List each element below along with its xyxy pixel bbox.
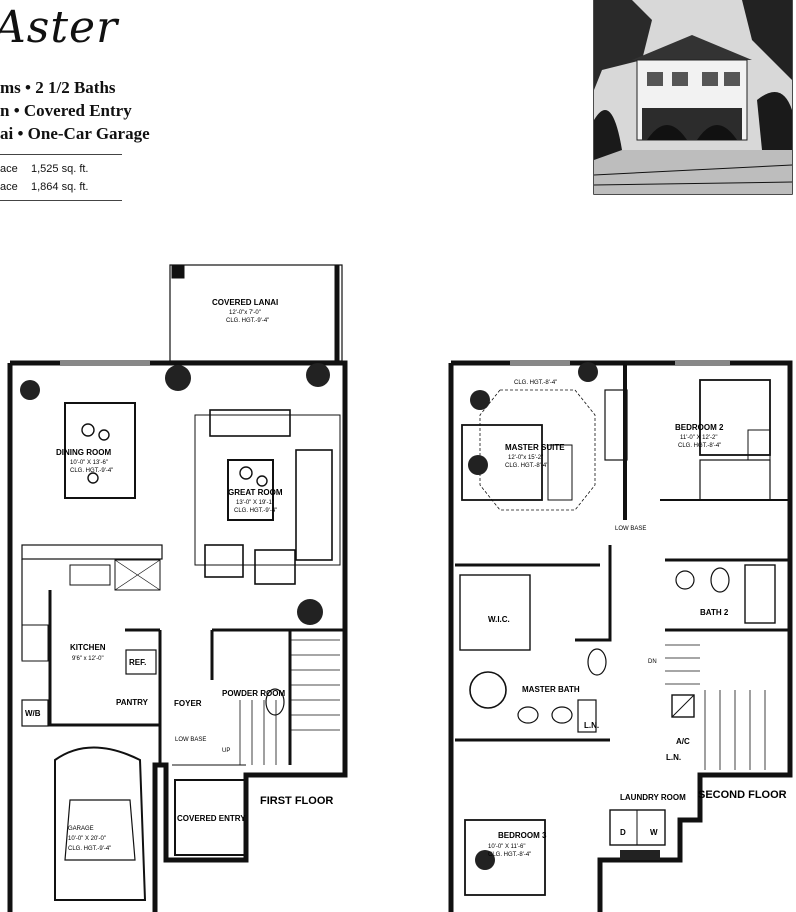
second-floor-plan xyxy=(448,360,793,912)
lanai-label: COVERED LANAI xyxy=(212,298,278,307)
first-floor-plan xyxy=(7,264,348,912)
wic-label: W.I.C. xyxy=(488,615,510,624)
dryer-label: D xyxy=(620,828,626,837)
dining-room-clg: CLG. HGT.-9'-4" xyxy=(70,468,113,474)
master-bath-label: MASTER BATH xyxy=(522,685,580,694)
lanai-dims: 12'-0"x 7'-0" xyxy=(229,310,261,316)
garage-label: GARAGE xyxy=(68,826,94,832)
wb-label: W/B xyxy=(25,709,41,718)
foyer-label: FOYER xyxy=(174,699,202,708)
bedroom2-clg: CLG. HGT.-8'-4" xyxy=(678,443,721,449)
master-suite-label: MASTER SUITE xyxy=(505,443,565,452)
house-elevation-sketch xyxy=(593,0,793,195)
covered-entry-label: COVERED ENTRY xyxy=(177,814,246,823)
garage-dims: 10'-0" X 20'-0" xyxy=(68,836,106,842)
bedroom3-clg: CLG. HGT.-8'-4" xyxy=(488,852,531,858)
lanai-clg: CLG. HGT.-9'-4" xyxy=(226,318,269,324)
ref-label: REF. xyxy=(129,658,146,667)
master-suite-dims: 12'-0"x 15'-2" xyxy=(508,455,543,461)
up-label: UP xyxy=(222,748,230,754)
washer-label: W xyxy=(650,828,658,837)
great-room-clg: CLG. HGT.-9'-4" xyxy=(234,508,277,514)
garage-clg: CLG. HGT.-9'-4" xyxy=(68,846,111,852)
dining-room-dims: 10'-0" X 13'-6" xyxy=(70,460,108,466)
feature-line-3: ai • One-Car Garage xyxy=(0,124,150,143)
second-low-base-label: LOW BASE xyxy=(615,526,646,532)
first-low-base-label: LOW BASE xyxy=(175,737,206,743)
feature-line-2: n • Covered Entry xyxy=(0,101,132,120)
ac-label: A/C xyxy=(676,737,690,746)
great-room-dims: 13'-0" X 19'-1" xyxy=(236,500,274,506)
area-value-2: 1,864 sq. ft. xyxy=(31,181,89,193)
dn-label: DN xyxy=(648,659,657,665)
pantry-label: PANTRY xyxy=(116,698,149,707)
area-row-1: ace 1,525 sq. ft. xyxy=(0,163,88,175)
bedroom3-dims: 10'-0" X 11'-6" xyxy=(488,844,525,850)
feature-line-1: ms • 2 1/2 Baths xyxy=(0,78,116,97)
divider-top xyxy=(0,154,122,155)
area-value-1: 1,525 sq. ft. xyxy=(31,163,89,175)
area-label-1: ace xyxy=(0,163,18,175)
great-room-label: GREAT ROOM xyxy=(228,488,283,497)
second-floor-label: SECOND FLOOR xyxy=(698,789,787,801)
powder-room-label: POWDER ROOM xyxy=(222,689,285,698)
ln2-label: L.N. xyxy=(666,753,681,762)
laundry-label: LAUNDRY ROOM xyxy=(620,793,686,802)
master-suite-clg: CLG. HGT.-8'-4" xyxy=(505,463,548,469)
floor-plans: COVERED LANAI 12'-0"x 7'-0" CLG. HGT.-9'… xyxy=(7,264,793,912)
bedroom2-label: BEDROOM 2 xyxy=(675,423,724,432)
first-floor-label: FIRST FLOOR xyxy=(260,795,333,807)
upper-clg-label: CLG. HGT.-8'-4" xyxy=(514,380,557,386)
kitchen-dims: 9'6" x 12'-0" xyxy=(72,656,104,662)
divider-bottom xyxy=(0,200,122,201)
kitchen-label: KITCHEN xyxy=(70,643,106,652)
area-row-2: ace 1,864 sq. ft. xyxy=(0,181,88,193)
plan-title: Aster xyxy=(0,2,119,53)
area-label-2: ace xyxy=(0,181,18,193)
bedroom2-dims: 11'-0" X 12'-2" xyxy=(680,435,717,441)
bath2-label: BATH 2 xyxy=(700,608,729,617)
ln1-label: L.N. xyxy=(584,721,599,730)
bedroom3-label: BEDROOM 3 xyxy=(498,831,547,840)
dining-room-label: DINING ROOM xyxy=(56,448,111,457)
